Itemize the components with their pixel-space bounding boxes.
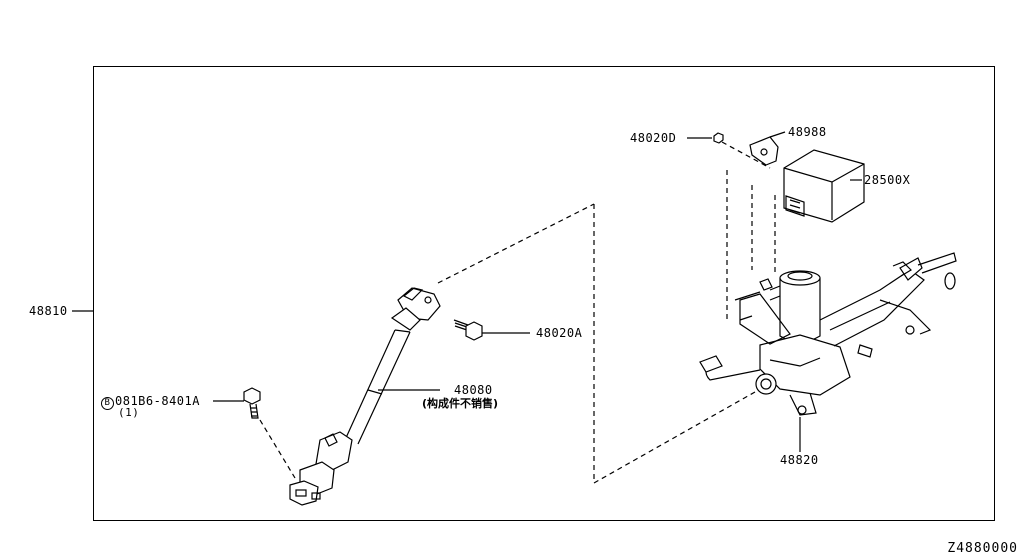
nut-48020D-drawing — [687, 132, 724, 144]
label-module-28500X: 28500X — [864, 173, 911, 187]
label-assembly-48810: 48810 — [29, 304, 68, 318]
label-bolt-081B6-qty: (1) — [118, 406, 140, 419]
label-shaft-48080: 48080 — [454, 383, 493, 397]
intermediate-shaft-drawing — [289, 287, 441, 506]
label-column-48820: 48820 — [780, 453, 819, 467]
dashed-link-lines — [259, 141, 776, 484]
diagram-code: Z4880000 — [947, 541, 1018, 556]
circle-b-icon: B — [101, 397, 114, 410]
control-module-28500X-drawing — [783, 149, 865, 223]
label-shaft-note: (构成件不销售) — [422, 397, 499, 410]
label-bracket-48988: 48988 — [788, 125, 827, 139]
label-nut-48020D: 48020D — [630, 131, 677, 145]
label-bolt-48020A: 48020A — [536, 326, 583, 340]
diagram-frame — [93, 66, 995, 521]
bolt-081B6-drawing — [213, 387, 261, 419]
steering-column-drawing — [699, 252, 957, 452]
bracket-48988-drawing — [749, 131, 786, 166]
bolt-48020A-drawing — [453, 319, 530, 341]
label-bolt-081B6-text: 081B6-8401A — [115, 394, 200, 408]
